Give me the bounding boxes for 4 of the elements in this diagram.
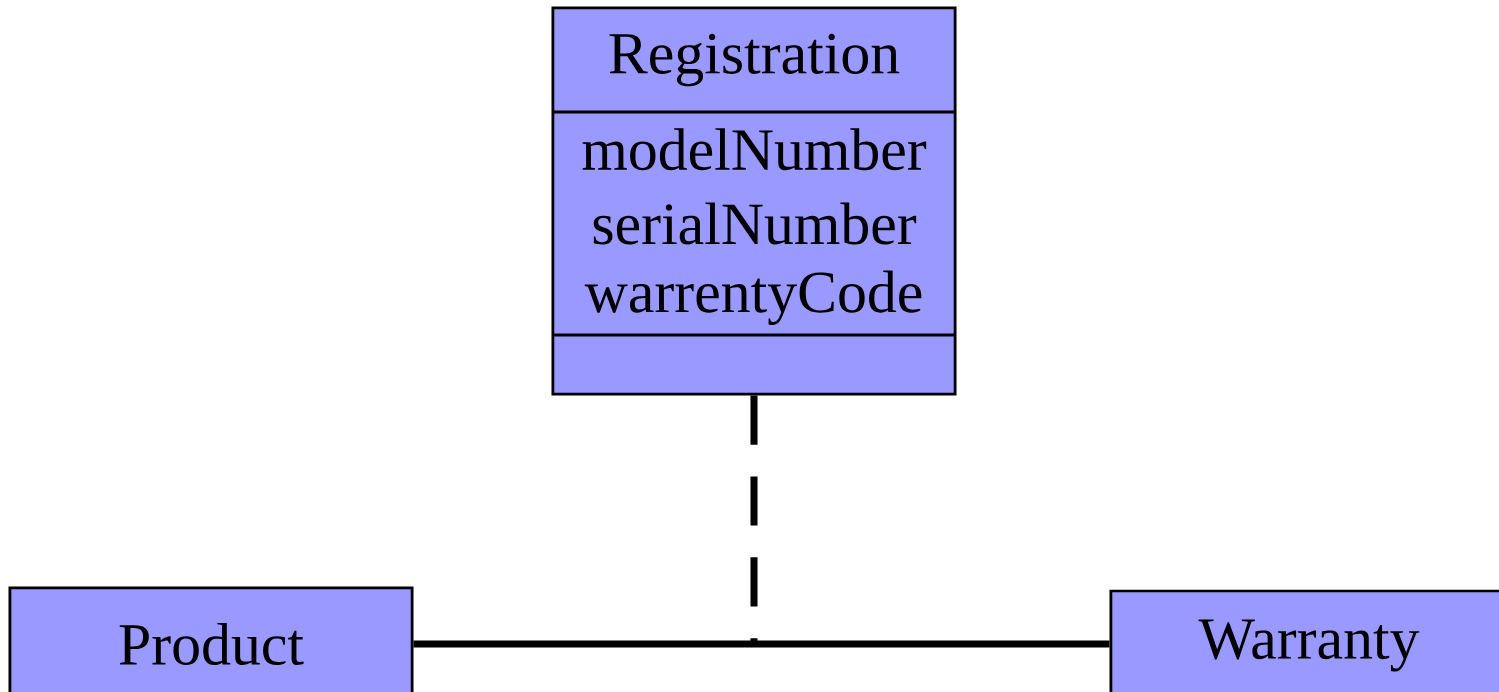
- class-box: Product: [8, 586, 414, 692]
- class-box: Registration modelNumber serialNumber warrentyCode: [551, 6, 957, 396]
- class-box: Warranty: [1109, 589, 1499, 692]
- association-line: [413, 640, 1110, 648]
